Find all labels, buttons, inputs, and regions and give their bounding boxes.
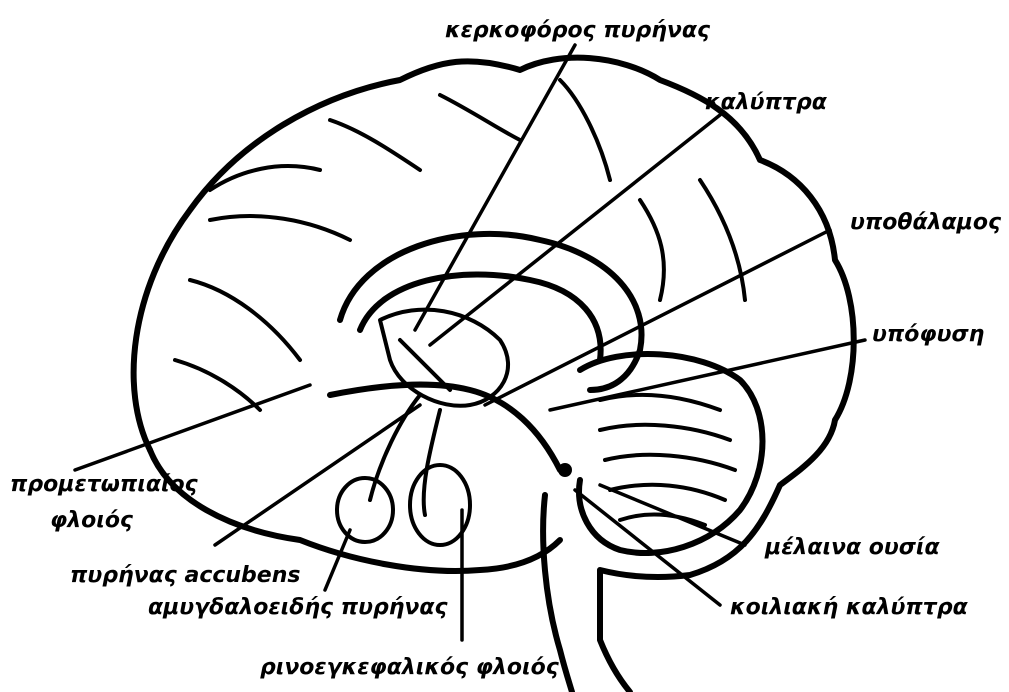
leader-hypothalamus	[485, 230, 830, 405]
label-entorhinal: ρινοεγκεφαλικός φλοιός	[260, 655, 559, 680]
label-accumbens: πυρήνας accubens	[70, 563, 300, 588]
leader-amygdala	[325, 530, 350, 590]
leader-pituitary	[550, 340, 865, 410]
label-prefrontal-line1: προμετωπιαίος	[10, 472, 198, 497]
amygdala-shape	[337, 478, 393, 542]
label-substantia-nigra: μέλαινα ουσία	[765, 535, 940, 560]
cerebellum-folia	[600, 395, 735, 525]
leader-prefrontal	[75, 385, 310, 470]
label-pituitary: υπόφυση	[872, 322, 984, 347]
leader-putamen	[430, 115, 720, 345]
gyrus-line	[440, 95, 520, 140]
leader-nigra	[600, 485, 745, 545]
substantia-nigra-dot	[558, 463, 572, 477]
label-hypothalamus: υποθάλαμος	[850, 210, 1001, 235]
gyrus-line	[210, 216, 350, 240]
gyrus-line	[190, 280, 300, 360]
label-vta: κοιλιακή καλύπτρα	[730, 595, 968, 620]
callosum-outline	[360, 274, 601, 360]
gyrus-line	[175, 360, 260, 410]
temporal-outline	[150, 450, 560, 571]
gyrus-line	[640, 200, 664, 300]
cingulate-outline	[340, 234, 642, 390]
gyrus-line	[330, 120, 420, 170]
leader-vta	[575, 490, 720, 605]
label-putamen: καλύπτρα	[705, 90, 827, 115]
thalamus-outline	[380, 310, 508, 406]
dopamine-tract-3	[424, 410, 440, 515]
gyrus-line	[560, 80, 610, 180]
label-caudate: κερκοφόρος πυρήνας	[445, 18, 710, 43]
gyrus-line	[700, 180, 745, 300]
label-prefrontal-line2: φλοιός	[50, 508, 133, 533]
dopamine-tract	[330, 385, 560, 470]
label-amygdala: αμυγδαλοειδής πυρήνας	[148, 595, 448, 620]
